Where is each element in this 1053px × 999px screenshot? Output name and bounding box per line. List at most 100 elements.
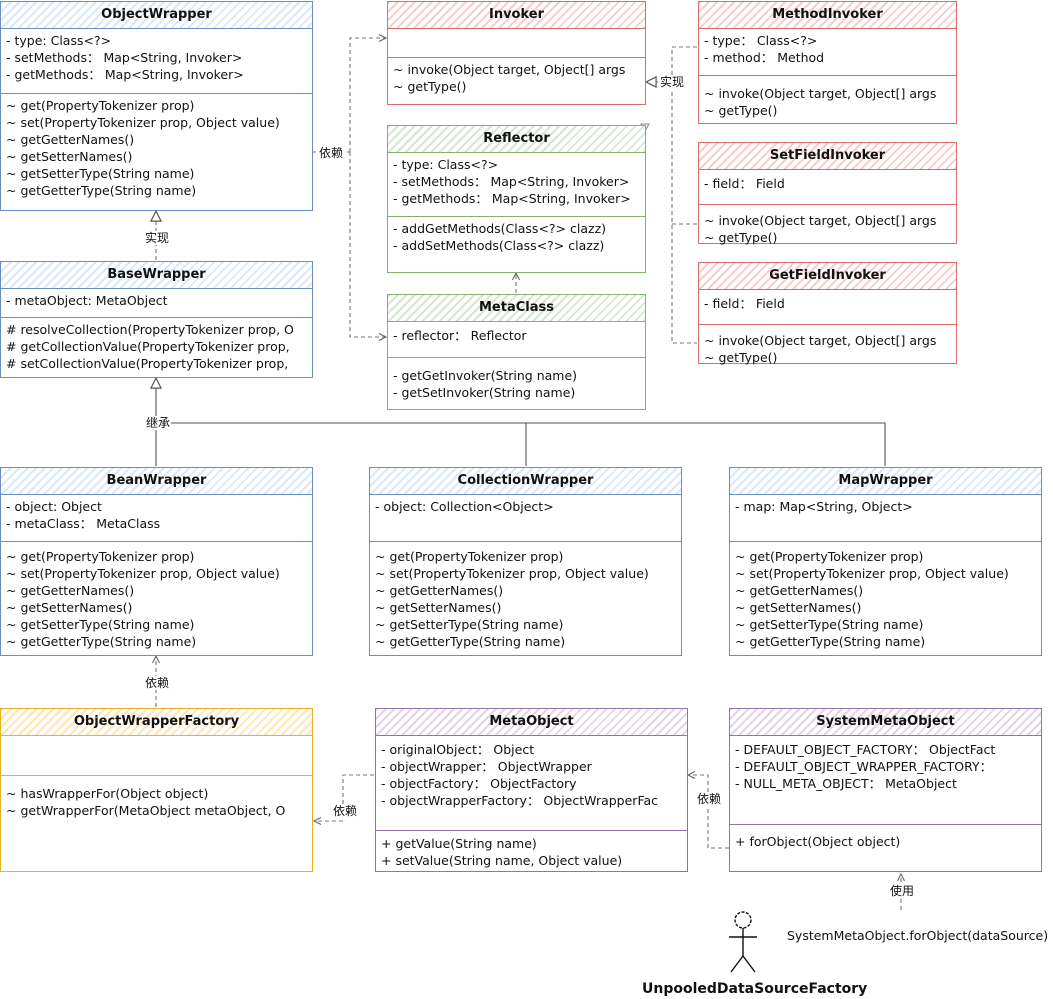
actor-label: UnpooledDataSourceFactory bbox=[642, 981, 868, 997]
edge-label-depends: 依赖 bbox=[696, 792, 723, 806]
edge-label-inherits: 继承 bbox=[145, 416, 172, 430]
class-set-field-invoker: SetFieldInvoker - field： Field ~ invoke(… bbox=[698, 142, 957, 245]
attribute: - type: Class<?> bbox=[393, 157, 499, 172]
methods-section: ~ hasWrapperFor(Object object) ~ getWrap… bbox=[1, 776, 312, 822]
attribute: - map: Map<String, Object> bbox=[735, 499, 913, 514]
class-get-field-invoker: GetFieldInvoker - field： Field ~ invoke(… bbox=[698, 262, 957, 365]
method: ~ set(PropertyTokenizer prop, Object val… bbox=[6, 566, 280, 581]
method: ~ getType() bbox=[704, 103, 778, 118]
method: ~ get(PropertyTokenizer prop) bbox=[375, 549, 564, 564]
attribute: - objectFactory： ObjectFactory bbox=[381, 776, 577, 791]
class-base-wrapper: BaseWrapper - metaObject: MetaObject # r… bbox=[0, 261, 313, 378]
method: ~ hasWrapperFor(Object object) bbox=[6, 786, 209, 801]
attributes-section: - object: Object - metaClass： MetaClass bbox=[1, 495, 312, 542]
method: ~ get(PropertyTokenizer prop) bbox=[6, 98, 195, 113]
method: ~ getSetterNames() bbox=[6, 149, 133, 164]
class-name: BaseWrapper bbox=[1, 262, 312, 289]
method: + getValue(String name) bbox=[381, 836, 537, 851]
method: ~ invoke(Object target, Object[] args bbox=[704, 213, 937, 228]
attribute: - field： Field bbox=[704, 176, 785, 191]
attributes-section: - metaObject: MetaObject bbox=[1, 289, 312, 318]
attribute: - setMethods： Map<String, Invoker> bbox=[6, 50, 243, 65]
class-name: Invoker bbox=[388, 2, 645, 29]
class-invoker: Invoker ~ invoke(Object target, Object[]… bbox=[387, 1, 646, 105]
class-meta-object: MetaObject - originalObject： Object - ob… bbox=[375, 708, 688, 872]
methods-section: + forObject(Object object) bbox=[730, 825, 1041, 853]
methods-section: ~ invoke(Object target, Object[] args ~ … bbox=[699, 205, 956, 249]
attribute: - getMethods： Map<String, Invoker> bbox=[6, 67, 244, 82]
attributes-section: - type: Class<?> - setMethods： Map<Strin… bbox=[388, 153, 645, 217]
attribute: - type： Class<?> bbox=[704, 33, 818, 48]
attribute: - DEFAULT_OBJECT_FACTORY： ObjectFact bbox=[735, 742, 996, 757]
class-name: Reflector bbox=[388, 126, 645, 153]
attribute: - object: Object bbox=[6, 499, 102, 514]
methods-section: # resolveCollection(PropertyTokenizer pr… bbox=[1, 318, 312, 375]
edge-label-depends: 依赖 bbox=[332, 804, 359, 818]
method: + forObject(Object object) bbox=[735, 834, 901, 849]
methods-section: - getGetInvoker(String name) - getSetInv… bbox=[388, 358, 645, 404]
attribute: - DEFAULT_OBJECT_WRAPPER_FACTORY： bbox=[735, 759, 993, 774]
methods-section: ~ get(PropertyTokenizer prop) ~ set(Prop… bbox=[1, 542, 312, 653]
class-collection-wrapper: CollectionWrapper - object: Collection<O… bbox=[369, 467, 682, 656]
class-map-wrapper: MapWrapper - map: Map<String, Object> ~ … bbox=[729, 467, 1042, 656]
class-reflector: Reflector - type: Class<?> - setMethods：… bbox=[387, 125, 646, 273]
class-object-wrapper-factory: ObjectWrapperFactory ~ hasWrapperFor(Obj… bbox=[0, 708, 313, 872]
method: ~ getType() bbox=[704, 350, 778, 365]
method: ~ getGetterNames() bbox=[6, 132, 135, 147]
method: ~ invoke(Object target, Object[] args bbox=[704, 333, 937, 348]
class-name: MapWrapper bbox=[730, 468, 1041, 495]
attributes-section: - reflector： Reflector bbox=[388, 322, 645, 358]
method: ~ getSetterType(String name) bbox=[6, 166, 195, 181]
attribute: - type: Class<?> bbox=[6, 33, 112, 48]
methods-section: ~ get(PropertyTokenizer prop) ~ set(Prop… bbox=[1, 94, 312, 202]
class-name: ObjectWrapper bbox=[1, 2, 312, 29]
method: ~ set(PropertyTokenizer prop, Object val… bbox=[375, 566, 649, 581]
method: ~ getGetterType(String name) bbox=[6, 183, 197, 198]
attributes-section: - field： Field bbox=[699, 290, 956, 325]
methods-section: ~ invoke(Object target, Object[] args ~ … bbox=[388, 58, 645, 98]
method: ~ get(PropertyTokenizer prop) bbox=[735, 549, 924, 564]
class-meta-class: MetaClass - reflector： Reflector - getGe… bbox=[387, 294, 646, 410]
method: ~ invoke(Object target, Object[] args bbox=[393, 62, 626, 77]
class-name: SystemMetaObject bbox=[730, 709, 1041, 736]
edge-label-depends: 依赖 bbox=[318, 146, 345, 160]
method: ~ getType() bbox=[393, 79, 467, 94]
method: ~ getType() bbox=[704, 230, 778, 245]
method: ~ getGetterType(String name) bbox=[735, 634, 926, 649]
edge-system-metaobject bbox=[688, 775, 729, 849]
method: ~ set(PropertyTokenizer prop, Object val… bbox=[6, 115, 280, 130]
methods-section: ~ get(PropertyTokenizer prop) ~ set(Prop… bbox=[370, 542, 681, 653]
method: ~ getGetterNames() bbox=[375, 583, 504, 598]
attribute: - method： Method bbox=[704, 50, 825, 65]
class-name: MetaObject bbox=[376, 709, 687, 736]
attributes-section: - map: Map<String, Object> bbox=[730, 495, 1041, 542]
class-name: GetFieldInvoker bbox=[699, 263, 956, 290]
class-name: SetFieldInvoker bbox=[699, 143, 956, 170]
method: ~ getGetterType(String name) bbox=[375, 634, 566, 649]
methods-section: + getValue(String name) + setValue(Strin… bbox=[376, 831, 687, 872]
edge-label-implements: 实现 bbox=[144, 231, 171, 245]
usage-note: SystemMetaObject.forObject(dataSource) bbox=[787, 928, 1049, 943]
method: - addGetMethods(Class<?> clazz) bbox=[393, 221, 607, 236]
attribute: - object: Collection<Object> bbox=[375, 499, 554, 514]
attribute: - reflector： Reflector bbox=[393, 328, 527, 343]
class-name: MetaClass bbox=[388, 295, 645, 322]
edge-label-depends: 依赖 bbox=[144, 676, 171, 690]
methods-section: ~ invoke(Object target, Object[] args ~ … bbox=[699, 325, 956, 369]
attributes-section: - field： Field bbox=[699, 170, 956, 205]
attribute: - setMethods： Map<String, Invoker> bbox=[393, 174, 630, 189]
attribute: - getMethods： Map<String, Invoker> bbox=[393, 191, 631, 206]
method: - getSetInvoker(String name) bbox=[393, 385, 576, 400]
edge-label-implements: 实现 bbox=[659, 75, 686, 89]
method: ~ getGetterNames() bbox=[735, 583, 864, 598]
method: ~ getSetterNames() bbox=[735, 600, 862, 615]
method: ~ getSetterType(String name) bbox=[6, 617, 195, 632]
method: ~ get(PropertyTokenizer prop) bbox=[6, 549, 195, 564]
methods-section: ~ invoke(Object target, Object[] args ~ … bbox=[699, 76, 956, 122]
attribute: - NULL_META_OBJECT： MetaObject bbox=[735, 776, 957, 791]
methods-section: - addGetMethods(Class<?> clazz) - addSet… bbox=[388, 217, 645, 257]
class-object-wrapper: ObjectWrapper - type: Class<?> - setMeth… bbox=[0, 1, 313, 211]
attribute: - field： Field bbox=[704, 296, 785, 311]
attributes-section: - originalObject： Object - objectWrapper… bbox=[376, 736, 687, 831]
method: ~ getSetterType(String name) bbox=[735, 617, 924, 632]
